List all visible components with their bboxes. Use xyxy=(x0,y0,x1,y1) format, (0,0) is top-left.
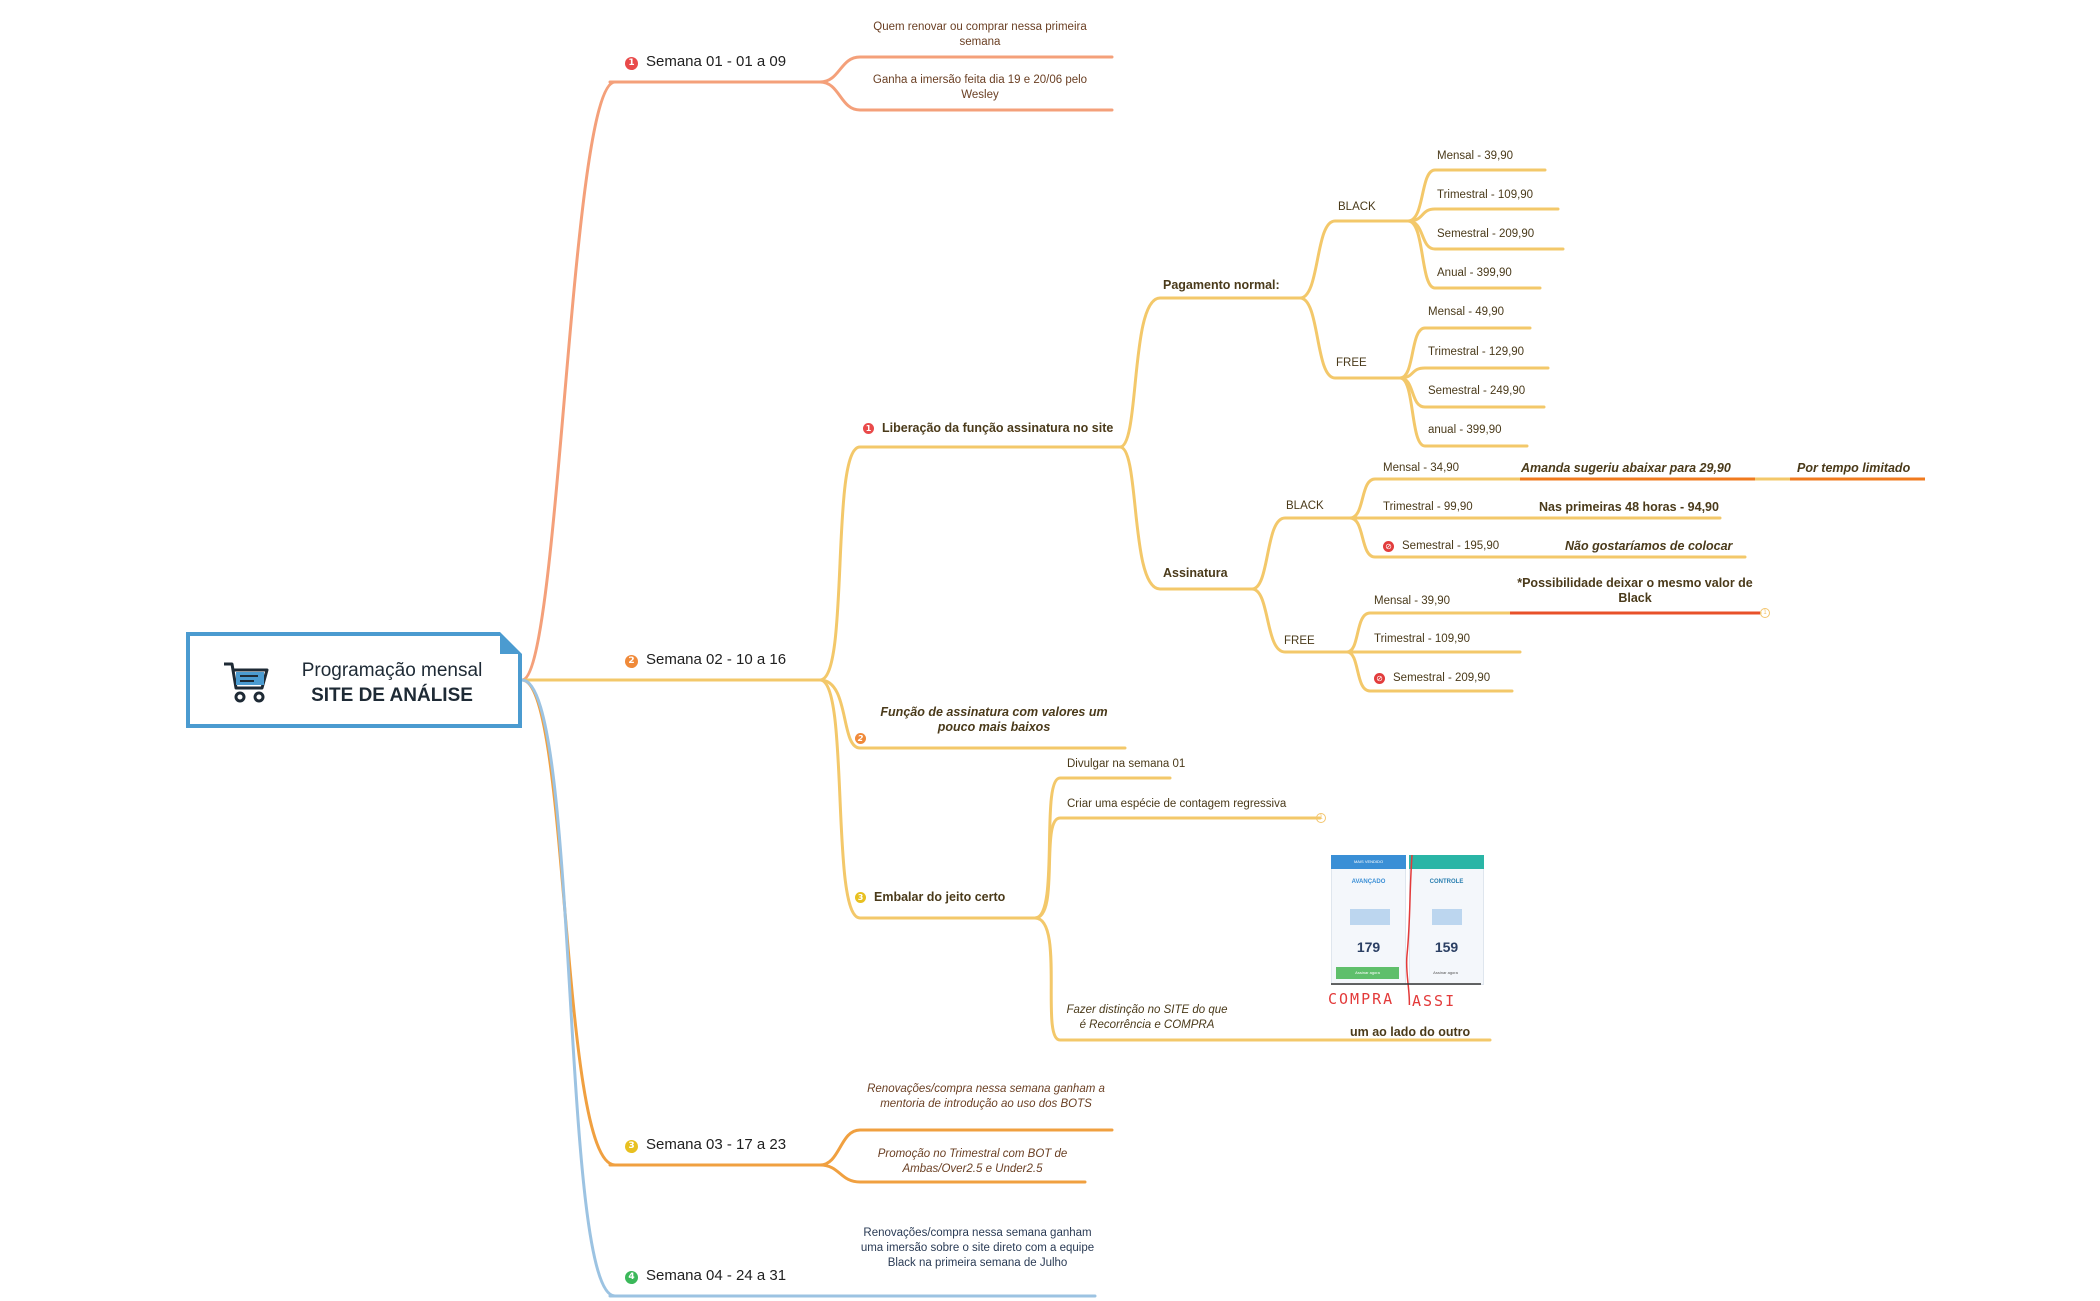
plan-free-normal[interactable]: FREE xyxy=(1336,357,1367,369)
item-contagem-regressiva[interactable]: Criar uma espécie de contagem regressiva xyxy=(1067,798,1287,810)
link-root-week1 xyxy=(520,80,617,682)
week-4-label: Semana 04 - 24 a 31 xyxy=(646,1267,787,1284)
price-free-assinatura-trimestral[interactable]: Trimestral - 109,90 xyxy=(1374,633,1471,645)
price-black-normal-anual[interactable]: Anual - 399,90 xyxy=(1437,267,1512,279)
priority-1-badge: 1 xyxy=(625,57,638,70)
topic-week-2[interactable]: 2 Semana 02 - 10 a 16 xyxy=(625,651,786,669)
price-free-normal-mensal[interactable]: Mensal - 49,90 xyxy=(1428,306,1505,318)
note-nao-gostariamos[interactable]: Não gostaríamos de colocar xyxy=(1565,539,1733,553)
panel-avancado-name: AVANÇADO xyxy=(1351,879,1386,885)
price-free-normal-anual[interactable]: anual - 399,90 xyxy=(1428,424,1502,436)
topic-embalar-label: Embalar do jeito certo xyxy=(874,890,1006,904)
panel-controle: CONTROLE 159 Assinar agora xyxy=(1409,855,1484,985)
panel-controle-illustration xyxy=(1432,909,1462,925)
plan-black-normal[interactable]: BLACK xyxy=(1338,201,1376,213)
handwritten-divider xyxy=(1331,855,1481,1005)
topic-liberacao-assinatura[interactable]: 1 Liberação da função assinatura no site xyxy=(863,421,1113,436)
priority-4-badge: 4 xyxy=(625,1271,638,1284)
root-title-line2: SITE DE ANÁLISE xyxy=(311,685,473,706)
plan-free-assinatura[interactable]: FREE xyxy=(1284,635,1315,647)
note-marker-icon[interactable]: 1 xyxy=(1316,813,1326,823)
topic-funcao-assinatura[interactable]: 2 Função de assinatura com valores um pou… xyxy=(855,705,1114,744)
handwritten-compra: COMPRA xyxy=(1328,990,1395,1008)
price-black-normal-trimestral[interactable]: Trimestral - 109,90 xyxy=(1437,189,1534,201)
panel-controle-button: Assinar agora xyxy=(1433,970,1458,975)
topic-liberacao-label: Liberação da função assinatura no site xyxy=(882,421,1114,435)
group-pagamento-normal[interactable]: Pagamento normal: xyxy=(1163,278,1280,292)
price-black-assinatura-semestral-label: Semestral - 195,90 xyxy=(1402,540,1500,552)
priority-2-badge: 2 xyxy=(855,733,866,744)
handwritten-assi: ASSI xyxy=(1412,992,1457,1010)
panel-avancado-price: 179 xyxy=(1356,939,1381,955)
price-free-normal-semestral[interactable]: Semestral - 249,90 xyxy=(1428,385,1526,397)
root-topic[interactable]: Programação mensal SITE DE ANÁLISE xyxy=(186,632,522,728)
week-2-label: Semana 02 - 10 a 16 xyxy=(646,651,787,668)
week-4-item-1[interactable]: Renovações/compra nessa semana ganham um… xyxy=(860,1227,1095,1269)
price-free-assinatura-mensal[interactable]: Mensal - 39,90 xyxy=(1374,595,1451,607)
priority-2-badge: 2 xyxy=(625,655,638,668)
item-divulgar-semana-01[interactable]: Divulgar na semana 01 xyxy=(1067,758,1186,770)
priority-3-badge: 3 xyxy=(625,1140,638,1153)
panel-avancado-button: Assinar agora xyxy=(1336,967,1399,979)
link-root-week3 xyxy=(520,678,617,1167)
price-black-normal-semestral[interactable]: Semestral - 209,90 xyxy=(1437,228,1535,240)
shopping-cart-icon xyxy=(224,662,269,703)
note-possibilidade-valor-black[interactable]: *Possibilidade deixar o mesmo valor de B… xyxy=(1517,576,1753,605)
note-primeiras-48-horas[interactable]: Nas primeiras 48 horas - 94,90 xyxy=(1539,500,1719,514)
plan-black-assinatura[interactable]: BLACK xyxy=(1286,500,1324,512)
week-1-item-1[interactable]: Quem renovar ou comprar nessa primeira s… xyxy=(873,21,1087,48)
panel-avancado-header: MAIS VENDIDO xyxy=(1331,855,1406,869)
prohibited-icon: ⊘ xyxy=(1383,541,1394,552)
panel-avancado-illustration xyxy=(1350,909,1390,925)
price-black-assinatura-semestral[interactable]: ⊘ Semestral - 195,90 xyxy=(1383,539,1499,554)
price-black-assinatura-trimestral[interactable]: Trimestral - 99,90 xyxy=(1383,501,1473,513)
note-por-tempo-limitado[interactable]: Por tempo limitado xyxy=(1797,461,1911,475)
price-free-normal-trimestral[interactable]: Trimestral - 129,90 xyxy=(1428,346,1525,358)
topic-funcao-assinatura-label: Função de assinatura com valores um pouc… xyxy=(880,705,1108,734)
price-free-assinatura-semestral[interactable]: ⊘ Semestral - 209,90 xyxy=(1374,671,1490,686)
week-3-item-1[interactable]: Renovações/compra nessa semana ganham a … xyxy=(867,1083,1105,1110)
priority-1-badge: 1 xyxy=(863,423,874,434)
group-assinatura[interactable]: Assinatura xyxy=(1163,566,1228,580)
week-1-item-2[interactable]: Ganha a imersão feita dia 19 e 20/06 pel… xyxy=(872,74,1088,101)
link-root-week4 xyxy=(520,678,617,1298)
week-1-label: Semana 01 - 01 a 09 xyxy=(646,53,787,70)
item-distincao-recorrencia-compra[interactable]: Fazer distinção no SITE do que é Recorrê… xyxy=(1066,1004,1228,1031)
panel-controle-header xyxy=(1409,855,1484,869)
panel-avancado: MAIS VENDIDO AVANÇADO 179 Assinar agora xyxy=(1331,855,1406,985)
price-black-normal-mensal[interactable]: Mensal - 39,90 xyxy=(1437,150,1514,162)
root-title: Programação mensal SITE DE ANÁLISE xyxy=(282,658,502,708)
root-title-line1: Programação mensal xyxy=(301,660,483,681)
week-3-label: Semana 03 - 17 a 23 xyxy=(646,1136,787,1153)
topic-week-4[interactable]: 4 Semana 04 - 24 a 31 xyxy=(625,1267,786,1285)
topic-week-3[interactable]: 3 Semana 03 - 17 a 23 xyxy=(625,1136,786,1154)
note-amanda-sugeriu[interactable]: Amanda sugeriu abaixar para 29,90 xyxy=(1521,461,1731,475)
note-marker-icon[interactable]: 1 xyxy=(1760,608,1770,618)
priority-3-badge: 3 xyxy=(855,892,866,903)
topic-week-1[interactable]: 1 Semana 01 - 01 a 09 xyxy=(625,53,786,71)
week-3-item-2[interactable]: Promoção no Trimestral com BOT de Ambas/… xyxy=(877,1148,1068,1175)
page-fold-corner xyxy=(500,632,522,654)
topic-embalar-jeito-certo[interactable]: 3 Embalar do jeito certo xyxy=(855,890,1005,905)
panel-controle-price: 159 xyxy=(1434,939,1459,955)
pricing-comparison-image[interactable]: MAIS VENDIDO AVANÇADO 179 Assinar agora … xyxy=(1331,855,1484,1005)
price-black-assinatura-mensal[interactable]: Mensal - 34,90 xyxy=(1383,462,1460,474)
prohibited-icon: ⊘ xyxy=(1374,673,1385,684)
price-free-assinatura-semestral-label: Semestral - 209,90 xyxy=(1393,672,1491,684)
image-caption-lado-a-lado[interactable]: um ao lado do outro xyxy=(1350,1025,1471,1039)
panel-controle-name: CONTROLE xyxy=(1429,879,1464,885)
